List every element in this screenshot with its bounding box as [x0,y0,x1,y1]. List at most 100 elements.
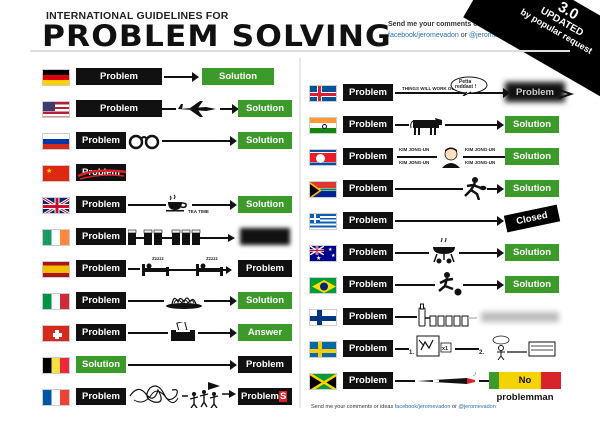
line [128,332,168,334]
russia-flag-icon [42,133,70,150]
belgium-flag-icon [42,357,70,374]
kim-label: KIM JONG-UN [465,160,496,165]
kim-portrait-icon [442,147,460,168]
problems-label: ProblemS [238,388,292,405]
problem-label: Problem [343,308,393,325]
germany-flag-icon [42,69,70,86]
problem-result-label: Problem [238,260,292,277]
ballot-box-icon [171,322,195,341]
arrow-icon [463,280,504,290]
rugby-player-icon [464,177,487,200]
arrow-icon [192,200,237,210]
line [479,380,489,382]
twitter-link[interactable]: @jeromevadon [468,32,517,39]
solution-label: Solution [505,244,559,261]
solution-label: Solution [238,292,292,309]
row-iceland: Problem THINGS WILL WORK OUT... Petta re… [309,76,579,104]
kim-label: KIM JONG-UN [399,147,430,152]
usa-flag-icon [42,101,70,118]
china-flag-icon: ★ [42,165,70,182]
header-links: facebook/jeromevadon or @jeromevadon [388,32,517,39]
row-india: Problem Solution [309,114,579,136]
arrow-icon [204,296,237,306]
problem-label: Problem [343,340,393,357]
jamaica-flag-icon [309,373,337,390]
footer-twitter-link[interactable]: @jeromevadon [458,404,496,410]
strikethrough-icon [77,169,127,180]
problems-s: S [279,391,288,402]
line [395,188,463,190]
row-germany: Problem Solution [42,66,292,88]
line [397,156,437,158]
solution-label: Solution [76,356,126,373]
line [395,92,499,94]
problem-label: Problem [343,212,393,229]
no-word: No [518,375,532,386]
answer-label: Answer [238,324,292,341]
row-china: ★ Problem [42,162,292,184]
row-belgium: Solution Problem [42,354,292,376]
reddast-text: reddast ! [455,84,477,90]
line [463,156,505,158]
problem-label: Problem [76,388,126,405]
teacup-icon [166,194,187,212]
line [395,316,417,318]
south-africa-flag-icon [309,181,337,198]
pints-icon [128,229,235,245]
assembly-figure-icon [492,335,556,360]
italy-flag-icon [42,293,70,310]
row-greece: Problem Closed [309,204,579,233]
fading-problem-label: Problem [515,87,554,98]
handcuffs-icon [128,134,160,150]
ikea-instructions-icon [416,335,452,357]
sweden-flag-icon [309,341,337,358]
arrow-icon [487,184,504,194]
row-usa: Problem Solution [42,98,292,120]
ireland-flag-icon [42,229,70,246]
switzerland-flag-icon [42,325,70,342]
step-1-label: 1. [409,350,415,356]
footer-or: or [451,404,457,410]
arrow-head-icon [559,89,575,99]
solution-label: Solution [505,116,559,133]
problem-result-label: Problem [238,356,292,373]
problem-label: Problem [76,132,126,149]
line [128,300,164,302]
barbecue-icon [433,238,455,264]
problem-label: Problem [343,180,393,197]
arrow-icon [459,248,504,258]
facebook-link[interactable]: facebook/jeromevadon [388,32,459,39]
arrow-icon [162,136,237,146]
tea-time-label: TEA TIME [188,209,209,214]
greece-flag-icon [309,213,337,230]
blurred-solution [240,228,290,245]
row-north-korea: Problem KIM JONG-UN KIM JONG-UN KIM JONG… [309,146,579,168]
arrow-icon [164,72,199,82]
closed-label: Closed [503,204,561,233]
problem-label: Problem [343,148,393,165]
brazil-flag-icon [309,277,337,294]
solution-label: Solution [505,276,559,293]
solution-label: Solution [238,196,292,213]
line [455,348,479,350]
solution-label: Solution [505,180,559,197]
blurred-solution [481,312,559,322]
solution-label: Solution [505,148,559,165]
link-or: or [460,32,468,39]
line [395,252,429,254]
north-korea-flag-icon [309,149,337,166]
line [395,124,409,126]
zzz-label: Zzzzz [206,256,218,261]
tangled-protest-icon [129,382,236,408]
header-contact: Send me your comments or ideas: [388,21,503,28]
line [395,348,409,350]
row-switzerland: Problem Answer [42,322,292,344]
joint-icon [417,372,477,384]
row-spain: Problem Zzzzz Zzzzz Problem [42,256,292,280]
spaghetti-icon [166,297,202,309]
footer-facebook-link[interactable]: facebook/jeromevadon [394,404,451,410]
row-russia: Problem Solution [42,130,292,152]
row-ireland: Problem [42,226,292,248]
column-divider [299,58,301,408]
things-will-work-out-label: THINGS WILL WORK OUT... [401,86,462,91]
